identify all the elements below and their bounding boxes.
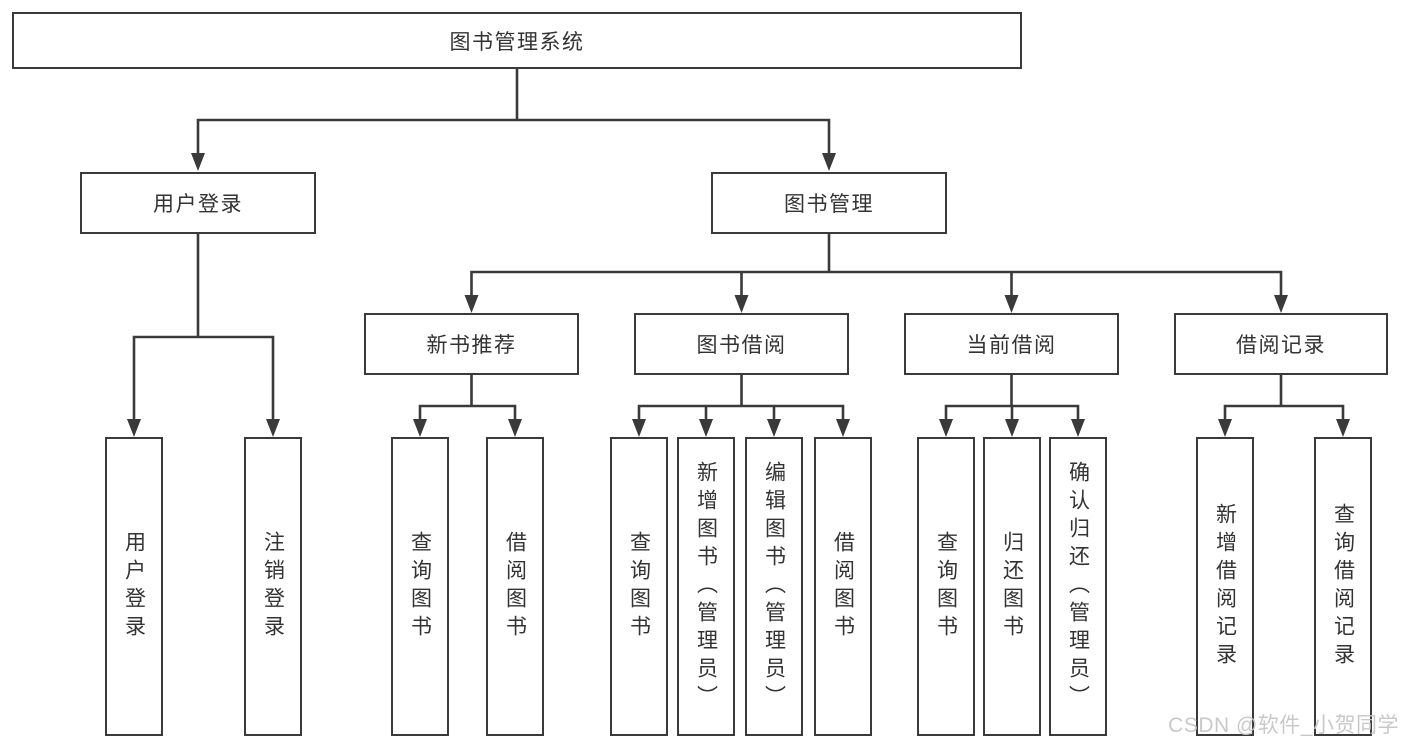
arrow-down-icon	[127, 419, 141, 437]
leaf-borrowing-query: 查询图书	[610, 437, 668, 736]
csdn-watermark: CSDN @软件_小贺同学	[1168, 714, 1399, 737]
leaf-borrowing-query-label: 查询图书	[627, 530, 651, 643]
leaf-current-query: 查询图书	[917, 437, 975, 736]
leaf-current-return-label: 归还图书	[1000, 530, 1024, 643]
leaf-borrowing-edit-admin-label: 编辑图书（管理员）	[762, 460, 786, 713]
node-book-borrowing-label: 图书借阅	[696, 334, 787, 357]
node-borrowing-records: 借阅记录	[1174, 313, 1388, 375]
leaf-logout-label: 注销登录	[261, 530, 285, 643]
arrow-down-icon	[191, 153, 205, 171]
node-current-borrowing-label: 当前借阅	[966, 334, 1057, 357]
arrow-down-icon	[413, 419, 427, 437]
node-user-login-label: 用户登录	[153, 193, 243, 216]
arrow-down-icon	[1005, 419, 1019, 437]
connector-book-mgmt-to-level3	[464, 232, 1288, 313]
node-root-label: 图书管理系统	[449, 30, 585, 54]
node-root: 图书管理系统	[12, 12, 1022, 69]
leaf-records-add-label: 新增借阅记录	[1213, 502, 1237, 671]
arrow-down-icon	[1336, 419, 1350, 437]
leaf-records-add: 新增借阅记录	[1196, 437, 1254, 736]
leaf-current-return: 归还图书	[983, 437, 1041, 736]
leaf-current-confirm-return-admin: 确认归还（管理员）	[1049, 437, 1107, 736]
arrow-down-icon	[464, 295, 479, 313]
arrow-down-icon	[266, 419, 280, 437]
leaf-newbooks-query-label: 查询图书	[408, 530, 432, 643]
node-user-login: 用户登录	[80, 172, 316, 234]
arrow-down-icon	[699, 419, 713, 437]
connector-user-login-children	[127, 232, 280, 437]
node-borrowing-records-label: 借阅记录	[1236, 334, 1326, 357]
leaf-records-query-label: 查询借阅记录	[1331, 502, 1355, 671]
arrow-down-icon	[1274, 295, 1288, 313]
leaf-user-login-label: 用户登录	[122, 530, 146, 643]
connector-root-to-level2	[191, 67, 836, 171]
node-new-book-recommend: 新书推荐	[364, 313, 579, 375]
arrow-down-icon	[632, 419, 646, 437]
node-book-borrowing: 图书借阅	[634, 313, 849, 375]
arrow-down-icon	[767, 419, 781, 437]
leaf-borrowing-edit-admin: 编辑图书（管理员）	[745, 437, 803, 736]
node-new-book-recommend-label: 新书推荐	[426, 334, 517, 357]
leaf-newbooks-borrow-label: 借阅图书	[503, 530, 527, 643]
leaf-user-login: 用户登录	[105, 437, 163, 736]
arrow-down-icon	[1218, 419, 1232, 437]
leaf-records-query: 查询借阅记录	[1314, 437, 1372, 736]
connector-book-borrow-children	[632, 374, 850, 437]
leaf-newbooks-query: 查询图书	[391, 437, 449, 736]
leaf-borrowing-borrow: 借阅图书	[814, 437, 872, 736]
leaf-newbooks-borrow: 借阅图书	[486, 437, 544, 736]
node-current-borrowing: 当前借阅	[904, 313, 1119, 375]
arrow-down-icon	[822, 153, 836, 171]
connector-new-books-children	[413, 374, 522, 437]
leaf-current-confirm-return-admin-label: 确认归还（管理员）	[1066, 460, 1090, 713]
arrow-down-icon	[939, 419, 953, 437]
leaf-current-query-label: 查询图书	[934, 530, 958, 643]
leaf-borrowing-add-admin: 新增图书（管理员）	[677, 437, 735, 736]
leaf-borrowing-borrow-label: 借阅图书	[831, 530, 855, 643]
leaf-logout: 注销登录	[244, 437, 302, 736]
connector-current-borrow-children	[939, 374, 1085, 437]
connector-borrow-records-children	[1218, 374, 1350, 437]
arrow-down-icon	[1004, 295, 1019, 313]
arrow-down-icon	[508, 419, 522, 437]
arrow-down-icon	[1071, 419, 1085, 437]
leaf-borrowing-add-admin-label: 新增图书（管理员）	[694, 460, 718, 713]
node-book-management: 图书管理	[711, 172, 947, 234]
arrow-down-icon	[734, 295, 749, 313]
node-book-management-label: 图书管理	[784, 193, 874, 216]
arrow-down-icon	[836, 419, 850, 437]
